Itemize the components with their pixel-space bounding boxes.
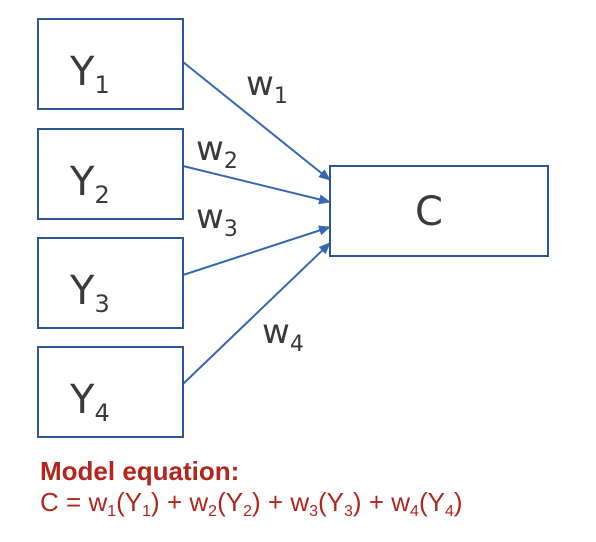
node-letter: Y [69,377,95,423]
node-subscript: 2 [94,181,109,209]
output-letter: C [415,189,443,235]
equation-term-2: w2(Y2) [189,487,261,520]
edge-y1-c [182,61,331,181]
edge-y4-c [182,242,331,385]
node-subscript: 4 [94,399,109,427]
plus-sign: + [166,487,183,517]
equals-sign: = [66,487,82,517]
input-node-y3: Y3 [37,237,184,329]
equation-title: Model equation: [40,456,240,486]
input-node-y2: Y2 [37,128,184,220]
plus-sign: + [368,487,385,517]
equation-term-4: w4(Y4) [391,487,463,520]
node-subscript: 1 [94,71,109,99]
node-letter: Y [69,268,95,314]
edge-y2-c [182,165,331,205]
equation-term-1: w1(Y1) [88,487,160,520]
model-equation: Model equation: C = w1(Y1) + w2(Y2) + w3… [40,456,463,520]
weight-label-w3: w3 [196,197,238,242]
equation-term-3: w3(Y3) [290,487,362,520]
weight-label-w4: w4 [262,312,304,357]
weight-label-w2: w2 [196,129,238,174]
input-node-y1: Y1 [37,18,184,110]
equation-formula: C = w1(Y1) + w2(Y2) + w3(Y3) + w4(Y4) [40,487,463,520]
svg-text:Y4: Y4 [69,377,110,427]
output-node-c: C [329,165,549,257]
svg-text:Y2: Y2 [69,159,110,209]
node-letter: Y [69,159,95,205]
plus-sign: + [267,487,284,517]
svg-text:Y3: Y3 [69,268,110,318]
node-subscript: 3 [94,290,109,318]
svg-text:Y1: Y1 [69,49,110,99]
weight-label-w1: w1 [246,64,288,109]
equation-lhs: C [40,487,59,517]
edge-y3-c [182,225,331,276]
input-node-y4: Y4 [37,346,184,438]
node-letter: Y [69,49,95,95]
